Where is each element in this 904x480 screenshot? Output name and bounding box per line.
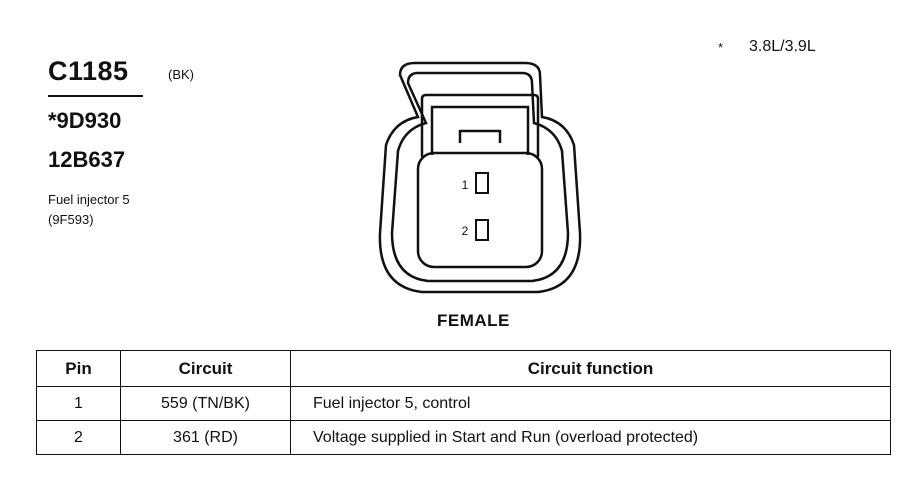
view-label: FEMALE: [437, 311, 510, 330]
part-number-2: 12B637: [48, 147, 126, 172]
connector-latch-notch: [458, 129, 502, 143]
part-number-1: *9D930: [48, 108, 122, 133]
pinout-table: Pin Circuit Circuit function 1 559 (TN/B…: [36, 350, 891, 455]
pin-cell: 2: [36, 420, 121, 455]
connector-id-underline: [48, 95, 143, 97]
table-row: 2 361 (RD) Voltage supplied in Start and…: [36, 420, 891, 455]
table-header-row: Pin Circuit Circuit function: [36, 350, 891, 387]
circuit-cell: 361 (RD): [120, 420, 291, 455]
header-circuit: Circuit: [120, 350, 291, 387]
pin-2-terminal: [475, 219, 489, 241]
circuit-function-cell: Fuel injector 5, control: [290, 386, 891, 421]
component-description: Fuel injector 5: [48, 192, 130, 207]
connector-id: C1185: [48, 56, 129, 86]
component-code: (9F593): [48, 212, 94, 227]
pin-2-label: 2: [462, 224, 469, 238]
note-marker: *: [718, 40, 724, 55]
connector-face-diagram: 1 2: [378, 61, 582, 294]
pin-1-terminal: [475, 172, 489, 194]
connector-inner-shell: [390, 71, 570, 283]
pin-cell: 1: [36, 386, 121, 421]
connector-latch-inner: [430, 105, 530, 155]
table-row: 1 559 (TN/BK) Fuel injector 5, control: [36, 386, 891, 421]
circuit-function-cell: Voltage supplied in Start and Run (overl…: [290, 420, 891, 455]
circuit-cell: 559 (TN/BK): [120, 386, 291, 421]
engine-note: 3.8L/3.9L: [749, 38, 816, 55]
terminal-cavity: [416, 151, 544, 269]
connector-outer-shell: [378, 61, 582, 294]
connector-latch: [420, 93, 540, 157]
header-circuit-function: Circuit function: [290, 350, 891, 387]
pin-1-label: 1: [462, 178, 469, 192]
header-pin: Pin: [36, 350, 121, 387]
connector-color: (BK): [168, 67, 194, 82]
